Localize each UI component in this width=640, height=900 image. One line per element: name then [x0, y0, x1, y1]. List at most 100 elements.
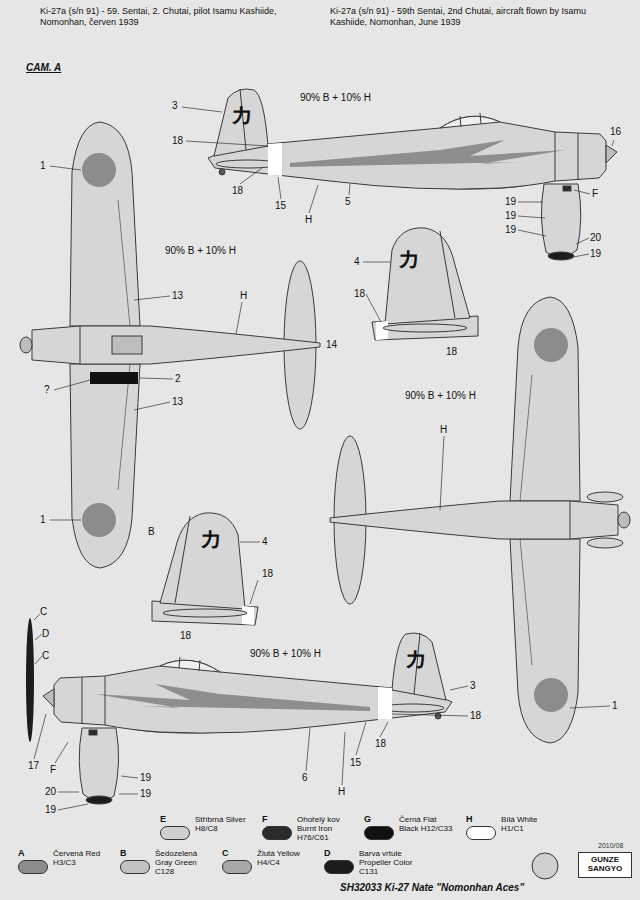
color-name: Šedozelená Gray Green C128: [155, 850, 209, 876]
leader-line: [50, 520, 81, 521]
callout-number: 20: [590, 232, 601, 244]
callout-number: 19: [140, 788, 151, 800]
callout-number: 13: [172, 396, 183, 408]
callout-number: H: [305, 214, 312, 226]
callout-number: 5: [345, 196, 351, 208]
leader-line: [366, 294, 381, 322]
callout-number: C: [40, 606, 47, 618]
leader-line: [55, 742, 68, 763]
color-name: Bílá White H1/C1: [501, 816, 555, 834]
brand-name: GUNZE SANGYO: [583, 856, 627, 874]
callout-number: 15: [350, 757, 361, 769]
callout-number: 1: [40, 514, 46, 526]
color-letter: E: [160, 814, 166, 824]
color-swatch: [466, 826, 496, 840]
color-letter: H: [466, 814, 473, 824]
kit-footer: SH32033 Ki-27 Nate "Nomonhan Aces": [340, 882, 524, 894]
callout-number: 4: [262, 536, 268, 548]
fin-character: カ: [405, 648, 428, 670]
callout-number: 1: [612, 700, 618, 712]
callout-number: 18: [354, 288, 365, 300]
callout-number: H: [338, 786, 345, 798]
leader-line: [134, 296, 170, 300]
color-mix-note: 90% B + 10% H: [250, 648, 321, 660]
leader-line: [356, 722, 366, 755]
bottom-view: [587, 538, 623, 548]
color-letter: A: [18, 848, 25, 858]
bottom-view: [330, 297, 630, 743]
callout-number: F: [50, 764, 56, 776]
color-swatch: [120, 860, 150, 874]
callout-number: 13: [172, 290, 183, 302]
callout-number: 18: [172, 135, 183, 147]
leader-line: [58, 792, 79, 793]
callout-number: 19: [140, 772, 151, 784]
callout-number: 17: [28, 760, 39, 772]
callout-number: C: [42, 650, 49, 662]
color-name: Černá Flat Black H12/C33: [399, 816, 453, 834]
leader-line: [35, 634, 42, 640]
callout-number: 2: [175, 373, 181, 385]
color-name: Stříbrná Silver H8/C8: [195, 816, 249, 834]
leader-line: [182, 107, 222, 112]
top-view: [90, 372, 138, 384]
callout-number: ?: [44, 384, 50, 396]
color-name: Žlutá Yellow H4/C4: [257, 850, 311, 868]
color-name: Barva vrtule Propeller Color C131: [359, 850, 413, 876]
color-letter: C: [222, 848, 229, 858]
leader-line: [34, 107, 614, 810]
fin-detail: [372, 228, 478, 340]
callout-number: 6: [302, 772, 308, 784]
leader-line: [349, 184, 350, 195]
color-swatch: [160, 826, 190, 840]
bottom-view: [587, 492, 623, 502]
callout-number: 20: [45, 786, 56, 798]
fin-detail: [152, 513, 258, 625]
maker-logo: [532, 853, 558, 879]
color-letter: B: [120, 848, 127, 858]
leader-line: [35, 656, 42, 664]
leader-line: [54, 380, 90, 390]
callout-number: 4: [354, 256, 360, 268]
callout-number: 19: [45, 804, 56, 816]
leader-line: [363, 262, 390, 263]
top-view: [20, 122, 320, 568]
leader-line: [34, 714, 46, 759]
leader-line: [236, 302, 242, 334]
fin-character: カ: [398, 248, 421, 270]
color-swatch: [262, 826, 292, 840]
color-mix-note: 90% B + 10% H: [300, 92, 371, 104]
leader-line: [574, 190, 590, 194]
leader-line: [568, 254, 589, 258]
leader-line: [570, 706, 610, 708]
callout-number: B: [148, 526, 155, 538]
leader-line: [576, 238, 589, 244]
callout-number: D: [42, 628, 49, 640]
leader-line: [240, 542, 260, 543]
callout-number: 18: [180, 630, 191, 642]
scheme-label: CAM. A: [26, 62, 61, 74]
brand-logo: GUNZE SANGYO: [578, 852, 632, 878]
color-letter: F: [262, 814, 268, 824]
leader-line: [186, 141, 268, 146]
leader-line: [612, 140, 614, 146]
callout-number: H: [440, 424, 447, 436]
callout-number: H: [240, 290, 247, 302]
callout-number: 19: [505, 224, 516, 236]
callout-number: 19: [590, 248, 601, 260]
leader-line: [250, 580, 258, 604]
callout-number: 3: [172, 100, 178, 112]
color-mix-note: 90% B + 10% H: [165, 245, 236, 257]
callout-number: 14: [326, 339, 337, 351]
color-swatch: [364, 826, 394, 840]
side-profile: [26, 618, 452, 804]
color-name: Červená Red H3/C3: [53, 850, 107, 868]
leader-line: [121, 776, 138, 778]
callout-number: 18: [232, 185, 243, 197]
color-mix-note: 90% B + 10% H: [405, 390, 476, 402]
fin-character: カ: [231, 104, 254, 126]
leader-line: [240, 168, 262, 184]
leader-line: [119, 794, 138, 795]
color-name: Ohořelý kov Burnt Iron H76/C61: [297, 816, 351, 842]
